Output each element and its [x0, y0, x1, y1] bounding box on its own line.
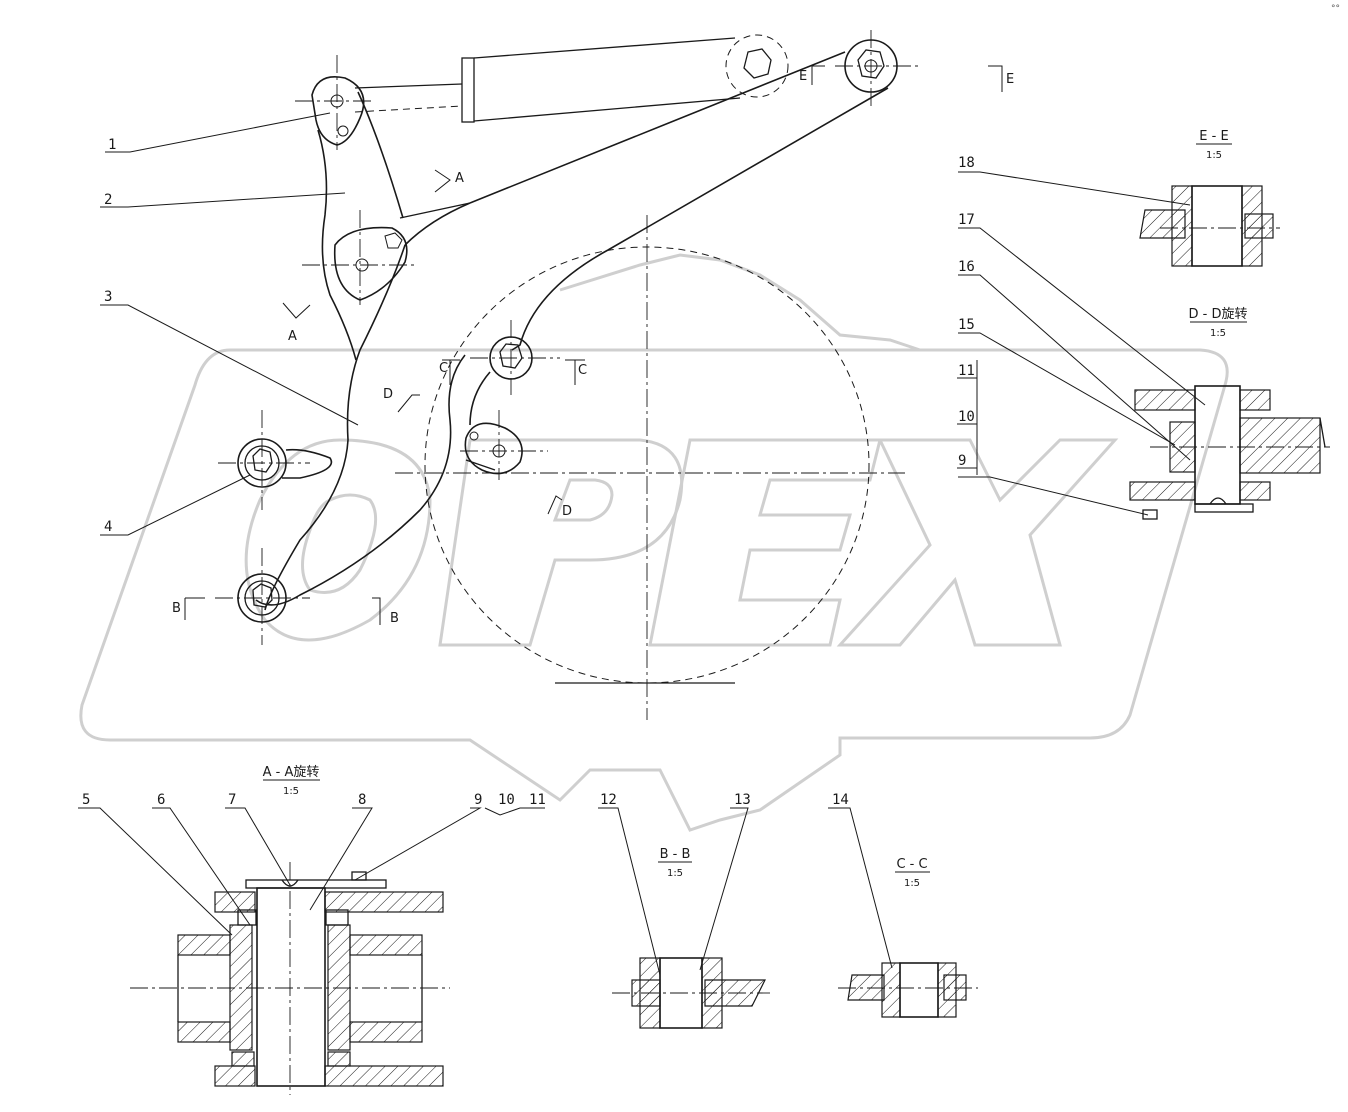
section-dd-scale: 1:5: [1210, 328, 1226, 339]
section-cc-title: C - C: [896, 857, 927, 872]
section-marker-d-upper: D: [383, 387, 393, 402]
part-label-2: 2: [104, 192, 112, 208]
part-label-7: 7: [228, 792, 236, 808]
section-cc-scale: 1:5: [904, 878, 920, 889]
section-bb-scale: 1:5: [667, 868, 683, 879]
corner-mark: °°: [1331, 4, 1340, 14]
section-marker-e-left: E: [799, 69, 807, 84]
section-ee-view: [1139, 185, 1280, 267]
section-marker-a-lower: A: [288, 329, 297, 344]
hydraulic-cylinder: [354, 34, 789, 123]
section-marker-b-right: B: [390, 611, 399, 626]
section-marker-c-right: C: [578, 363, 587, 378]
part-label-5: 5: [82, 792, 90, 808]
wheel-outline: [395, 215, 905, 720]
part-label-16: 16: [958, 259, 975, 275]
section-marker-c-left: C: [439, 361, 448, 376]
section-aa-title: A - A旋转: [263, 765, 320, 780]
part-label-6: 6: [157, 792, 165, 808]
section-bb-title: B - B: [660, 847, 691, 862]
section-ee-title: E - E: [1199, 129, 1228, 144]
part-label-1: 1: [108, 137, 116, 153]
section-dd-view: [1129, 385, 1330, 520]
part-label-9: 9: [474, 792, 482, 808]
section-marker-e-right: E: [1006, 72, 1014, 87]
part-label-13: 13: [734, 792, 751, 808]
section-dd-title: D - D旋转: [1189, 307, 1248, 322]
section-marker-b-left: B: [172, 601, 181, 616]
part-label-12: 12: [600, 792, 617, 808]
section-cut-indicators: [184, 65, 1003, 625]
bucket-lever: [255, 91, 466, 611]
part-label-10: 10: [498, 792, 515, 808]
part-label-18: 18: [958, 155, 975, 171]
section-titles: A - A旋转 1:5 B - B 1:5 C - C 1:5 D - D旋转 …: [263, 129, 1248, 889]
pin-b: [215, 548, 310, 645]
boom-link-arm: [399, 30, 920, 351]
part-label-11: 11: [529, 792, 546, 808]
main-assembly-view: [184, 30, 1003, 720]
part-label-15: 15: [958, 317, 975, 333]
part-label-3: 3: [104, 289, 112, 305]
section-aa-view: [130, 862, 450, 1095]
section-marker-d-lower: D: [562, 504, 572, 519]
upper-mount-plate: [302, 210, 415, 305]
part-label-17: 17: [958, 212, 975, 228]
stack-label-10: 10: [958, 409, 975, 425]
watermark-logo: [79, 253, 1229, 832]
bolt-c: [469, 320, 560, 426]
section-markers: A A B B C C D D E E: [172, 69, 1014, 626]
section-marker-a-upper: A: [455, 171, 464, 186]
part-label-4: 4: [104, 519, 112, 535]
link-plate-d: [460, 410, 548, 480]
stack-label-9: 9: [958, 453, 966, 469]
leader-lines: [78, 112, 1247, 976]
part-label-14: 14: [832, 792, 849, 808]
pin-4: [218, 410, 333, 510]
part-label-8: 8: [358, 792, 366, 808]
section-ee-scale: 1:5: [1206, 150, 1222, 161]
section-aa-scale: 1:5: [283, 786, 299, 797]
section-bb-view: [612, 957, 770, 1029]
stack-label-11: 11: [958, 363, 975, 379]
part-number-labels: 1 2 3 4 5 6 7 8 9 10 11 12 13 14 15 16 1…: [82, 137, 975, 808]
section-cc-view: [838, 962, 978, 1018]
